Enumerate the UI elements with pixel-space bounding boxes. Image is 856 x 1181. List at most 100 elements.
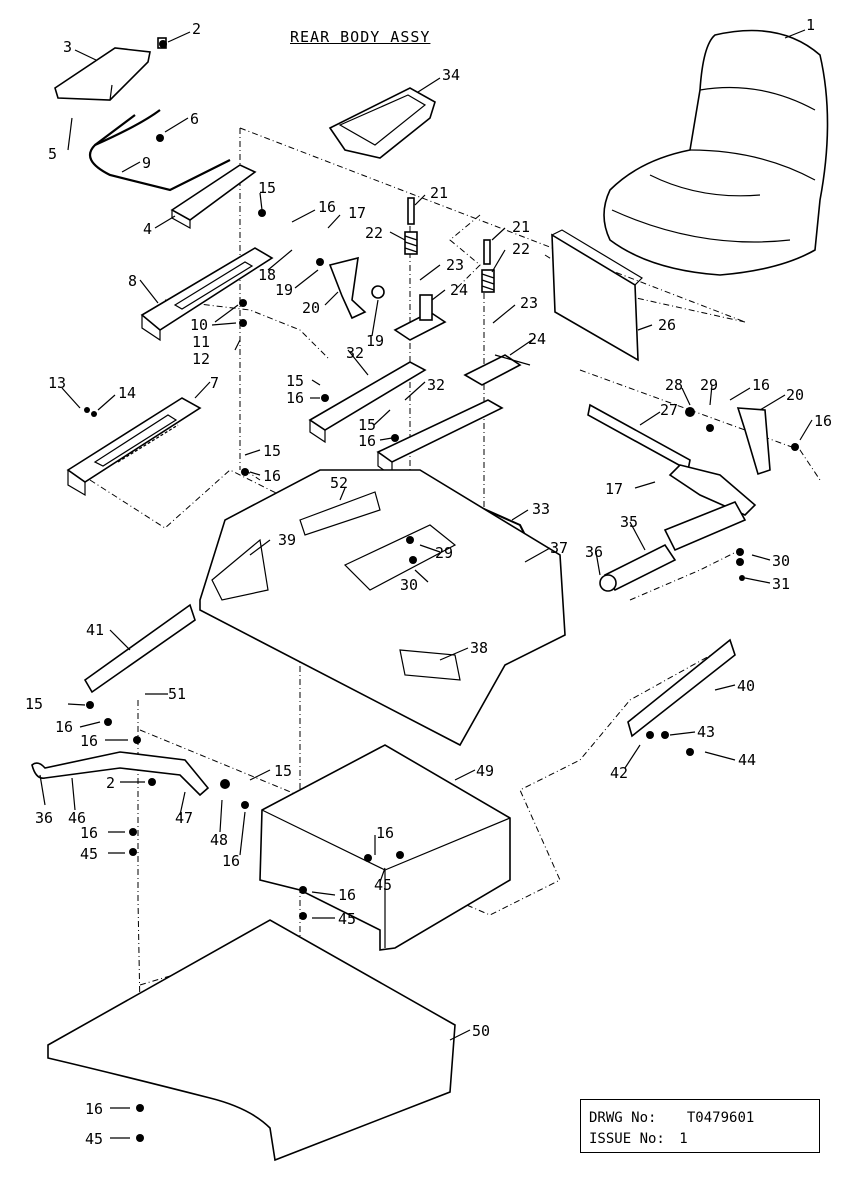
seat-rails-32 <box>308 361 504 478</box>
callout-36: 36 <box>35 809 53 827</box>
callout-4: 4 <box>143 220 152 238</box>
callout-33: 33 <box>532 500 550 518</box>
callout-3: 3 <box>63 38 72 56</box>
callout-30: 30 <box>400 576 418 594</box>
callout-14: 14 <box>118 384 136 402</box>
callout-34: 34 <box>442 66 460 84</box>
callout-51: 51 <box>168 685 186 703</box>
callout-16: 16 <box>752 376 770 394</box>
frame-49 <box>259 744 511 951</box>
issue-number-label: ISSUE No: <box>589 1131 665 1147</box>
drawing-info-box: DRWG No: T0479601 ISSUE No: 1 <box>580 1099 820 1153</box>
callout-13: 13 <box>48 374 66 392</box>
drawing-number-label: DRWG No: <box>589 1110 657 1126</box>
callout-31: 31 <box>772 575 790 593</box>
callout-16: 16 <box>318 198 336 216</box>
callout-45: 45 <box>80 845 98 863</box>
plate-4 <box>170 164 257 230</box>
callout-26: 26 <box>658 316 676 334</box>
callout-5: 5 <box>48 145 57 163</box>
callout-19: 19 <box>275 281 293 299</box>
callout-35: 35 <box>620 513 638 531</box>
callout-24: 24 <box>450 281 468 299</box>
callout-15: 15 <box>286 372 304 390</box>
callout-23: 23 <box>520 294 538 312</box>
callout-17: 17 <box>605 480 623 498</box>
callout-16: 16 <box>55 718 73 736</box>
callout-30: 30 <box>772 552 790 570</box>
callout-16: 16 <box>80 824 98 842</box>
callout-16: 16 <box>286 389 304 407</box>
body-cover-37 <box>199 469 566 747</box>
support-wire <box>88 109 231 192</box>
lever-20b <box>736 407 771 476</box>
callout-24: 24 <box>528 330 546 348</box>
callout-23: 23 <box>446 256 464 274</box>
callout-45: 45 <box>338 910 356 928</box>
callout-32: 32 <box>427 376 445 394</box>
slide-rail-8 <box>140 247 274 342</box>
latch-24b <box>463 354 531 386</box>
drawing-number-value: T0479601 <box>686 1110 755 1126</box>
callout-16: 16 <box>222 852 240 870</box>
callout-16: 16 <box>85 1100 103 1118</box>
callout-29: 29 <box>435 544 453 562</box>
callout-17: 17 <box>348 204 366 222</box>
callout-49: 49 <box>476 762 494 780</box>
lever-20a <box>328 256 385 320</box>
drawing-number-row: DRWG No: T0479601 <box>589 1108 819 1129</box>
callout-1: 1 <box>806 16 815 34</box>
callout-29: 29 <box>700 376 718 394</box>
callout-27: 27 <box>660 401 678 419</box>
callout-16: 16 <box>376 824 394 842</box>
callout-16: 16 <box>338 886 356 904</box>
callout-11: 11 <box>192 333 210 351</box>
callout-15: 15 <box>274 762 292 780</box>
callout-19: 19 <box>366 332 384 350</box>
slide-rail-7 <box>66 397 202 497</box>
callout-45: 45 <box>85 1130 103 1148</box>
issue-number-value: 1 <box>679 1131 688 1147</box>
callout-43: 43 <box>697 723 715 741</box>
callout-44: 44 <box>738 751 756 769</box>
callout-28: 28 <box>665 376 683 394</box>
diagram-title: REAR BODY ASSY <box>290 28 431 46</box>
callout-10: 10 <box>190 316 208 334</box>
callout-6: 6 <box>190 110 199 128</box>
floor-plate-50 <box>47 919 456 1162</box>
callout-48: 48 <box>210 831 228 849</box>
callout-50: 50 <box>472 1022 490 1040</box>
handle-35 <box>599 500 747 592</box>
hardware <box>84 40 799 1142</box>
lever-rod-27 <box>587 403 757 516</box>
callout-52: 52 <box>330 474 348 492</box>
callout-42: 42 <box>610 764 628 782</box>
callout-36: 36 <box>585 543 603 561</box>
callout-2: 2 <box>106 774 115 792</box>
callout-41: 41 <box>86 621 104 639</box>
callout-32: 32 <box>346 344 364 362</box>
leader-lines <box>39 29 813 1139</box>
callout-18: 18 <box>258 266 276 284</box>
callout-16: 16 <box>814 412 832 430</box>
lever-46-47 <box>31 751 210 797</box>
callout-20: 20 <box>786 386 804 404</box>
callout-8: 8 <box>128 272 137 290</box>
callout-7: 7 <box>210 374 219 392</box>
callout-21: 21 <box>430 184 448 202</box>
callout-39: 39 <box>278 531 296 549</box>
callout-45: 45 <box>374 876 392 894</box>
callout-38: 38 <box>470 639 488 657</box>
callout-22: 22 <box>512 240 530 258</box>
callout-15: 15 <box>358 416 376 434</box>
callout-15: 15 <box>263 442 281 460</box>
callout-46: 46 <box>68 809 86 827</box>
arm-41 <box>83 603 196 694</box>
callout-21: 21 <box>512 218 530 236</box>
issue-number-row: ISSUE No: 1 <box>589 1129 819 1150</box>
callout-22: 22 <box>365 224 383 242</box>
seat <box>603 29 829 276</box>
callout-20: 20 <box>302 299 320 317</box>
callout-16: 16 <box>80 732 98 750</box>
springs-and-pins <box>404 197 495 293</box>
